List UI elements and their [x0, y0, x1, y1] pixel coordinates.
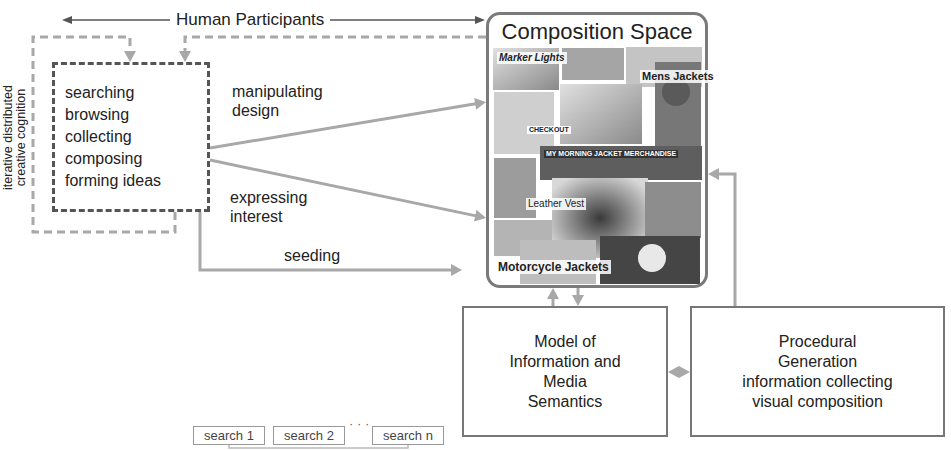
node-text: forming ideas [65, 170, 161, 192]
search-box: search 1 [193, 426, 265, 445]
connector [547, 288, 559, 306]
collage-text: MY MORNING JACKET MERCHANDISE [544, 150, 678, 158]
collage-text: Mens Jackets [640, 70, 716, 83]
collage-text: Motorcycle Jackets [496, 260, 611, 274]
edge-label: manipulating design [232, 82, 332, 120]
activity-box: searchingbrowsingcollectingcomposingform… [52, 62, 210, 212]
collage-text: Leather Vest [526, 198, 586, 210]
search-box: search 2 [273, 426, 345, 445]
search-bracket [229, 445, 408, 448]
collage-text: CHECKOUT [527, 126, 571, 134]
arrow-head [124, 51, 136, 62]
connector [668, 366, 690, 378]
node-text: Procedural Generation [758, 332, 878, 372]
edge-label: seeding [284, 246, 340, 265]
ellipsis: · · · [349, 416, 369, 432]
node-text: collecting [65, 126, 132, 148]
connector-line [185, 37, 486, 53]
generation-box: Procedural Generationinformation collect… [690, 306, 945, 437]
collage-text: Marker Lights [497, 52, 567, 64]
arrow-head [572, 295, 584, 306]
node-text: composing [65, 148, 142, 170]
node-text: browsing [65, 104, 129, 126]
connector [572, 288, 584, 306]
arrow-head [679, 366, 690, 378]
node-text: information collecting visual compositio… [723, 372, 913, 412]
node-text: search 2 [284, 428, 334, 444]
edge-label: expressing interest [230, 188, 330, 226]
arrow-head [547, 288, 559, 299]
arrow-head [451, 264, 462, 276]
arrow-head [708, 168, 719, 180]
arrow-head [668, 366, 679, 378]
feedback-connector [179, 37, 486, 62]
arrow-head [474, 98, 486, 110]
arrow-head [474, 210, 486, 222]
connector [708, 168, 735, 306]
side-label: creative cognition [14, 88, 29, 185]
search-box: search n [372, 426, 444, 445]
arrow-head [179, 51, 191, 62]
model-box: Model of Information and Media Semantics [462, 306, 668, 437]
node-text: search n [383, 428, 433, 444]
node-text: searching [65, 82, 134, 104]
node-text: Model of Information and Media Semantics [505, 332, 625, 412]
connector-line [717, 174, 735, 306]
group-label: Human Participants [176, 10, 324, 30]
node-text: search 1 [204, 428, 254, 444]
node-text: Composition Space [502, 19, 693, 45]
side-label: iterative distributed [0, 85, 15, 190]
